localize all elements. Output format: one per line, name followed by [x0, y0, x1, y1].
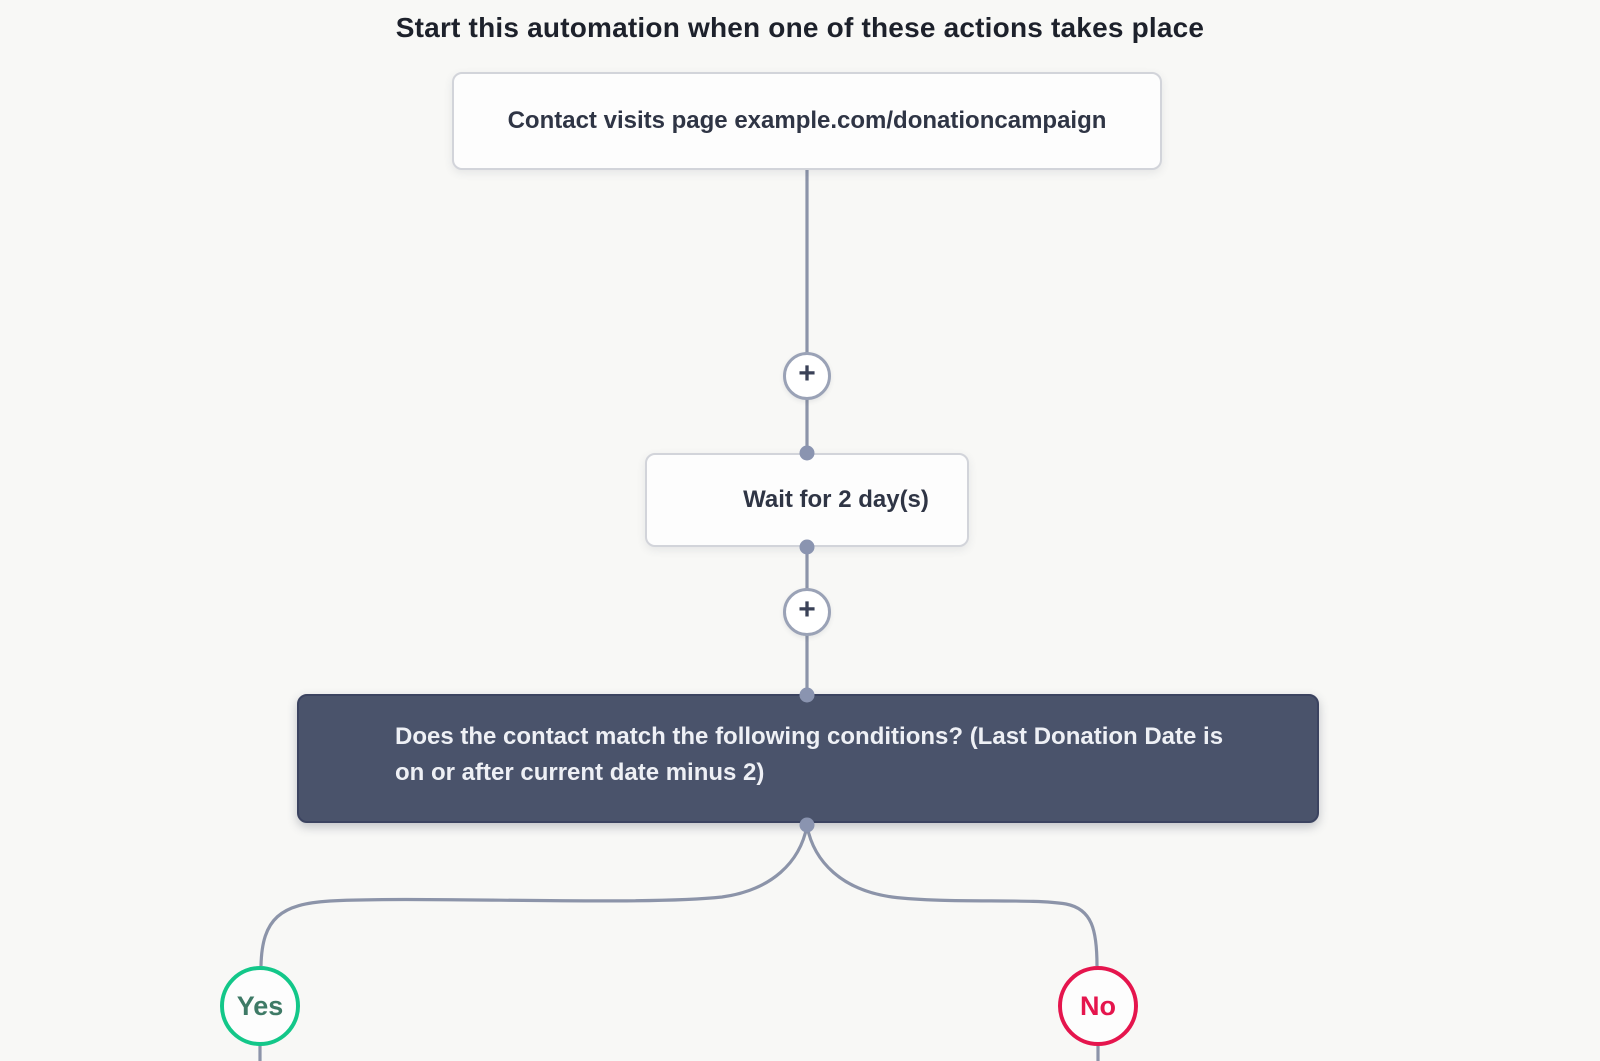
trigger-node[interactable]: Contact visits page example.com/donation… — [452, 72, 1162, 170]
add-action-button-2[interactable]: + — [783, 588, 831, 636]
no-branch-badge: No — [1058, 966, 1138, 1046]
trigger-node-label: Contact visits page example.com/donation… — [507, 107, 1107, 134]
condition-node[interactable]: Does the contact match the following con… — [297, 694, 1319, 823]
yes-branch-badge: Yes — [220, 966, 300, 1046]
plus-icon: + — [798, 357, 816, 390]
wait-node-label: Wait for 2 day(s) — [743, 486, 929, 513]
branch-curve-yes — [259, 825, 809, 967]
branch-curve-no — [805, 825, 1099, 967]
plus-icon: + — [798, 593, 816, 626]
condition-node-label-line1: Does the contact match the following con… — [395, 723, 1224, 750]
page-title: Start this automation when one of these … — [395, 12, 1205, 43]
yes-branch-label: Yes — [236, 990, 284, 1021]
no-branch-label: No — [1080, 990, 1116, 1021]
add-action-button-1[interactable]: + — [783, 352, 831, 400]
wait-node[interactable]: Wait for 2 day(s) — [645, 453, 969, 547]
condition-node-label-line2: on or after current date minus 2) — [395, 759, 765, 786]
